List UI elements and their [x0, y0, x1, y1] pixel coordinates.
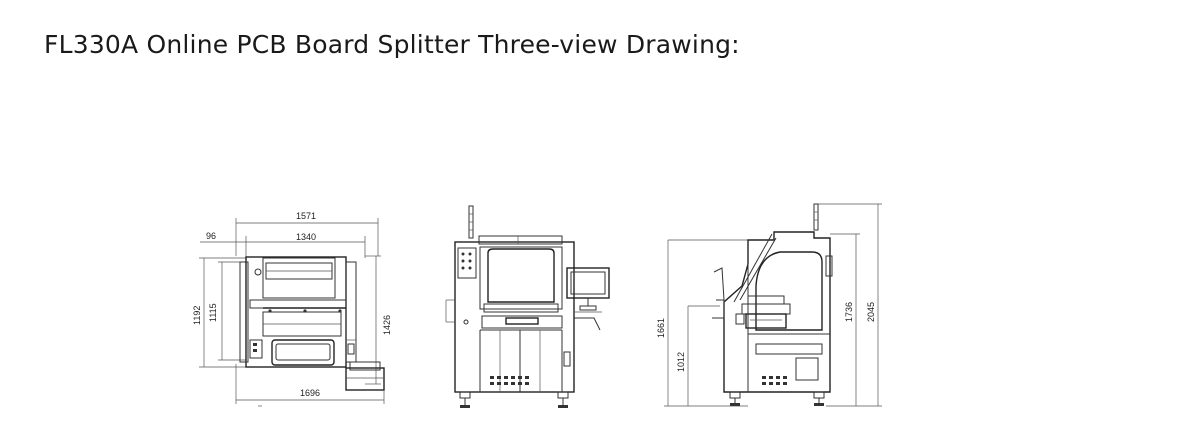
dim-1115-label: 1115 — [208, 303, 218, 322]
dim-1012-label: 1012 — [676, 352, 686, 372]
page-title: FL330A Online PCB Board Splitter Three-v… — [44, 30, 740, 59]
dim-1736-label: 1736 — [844, 302, 854, 322]
dim-1571-label: 1571 — [296, 211, 316, 221]
dim-1340-label: 1340 — [296, 232, 316, 242]
dim-1192-label: 1192 — [192, 306, 202, 325]
side-view: 1661 1012 1736 2045 — [656, 203, 882, 407]
front-view — [445, 205, 610, 408]
dim-1426-label: 1426 — [382, 315, 392, 335]
dim-1661-label: 1661 — [656, 318, 666, 338]
dim-2045-label: 2045 — [866, 302, 876, 322]
dim-96-label: 96 — [206, 231, 216, 241]
top-view: 1571 96 1340 1192 1115 1426 — [192, 211, 392, 407]
dim-1696-label: 1696 — [300, 388, 320, 398]
